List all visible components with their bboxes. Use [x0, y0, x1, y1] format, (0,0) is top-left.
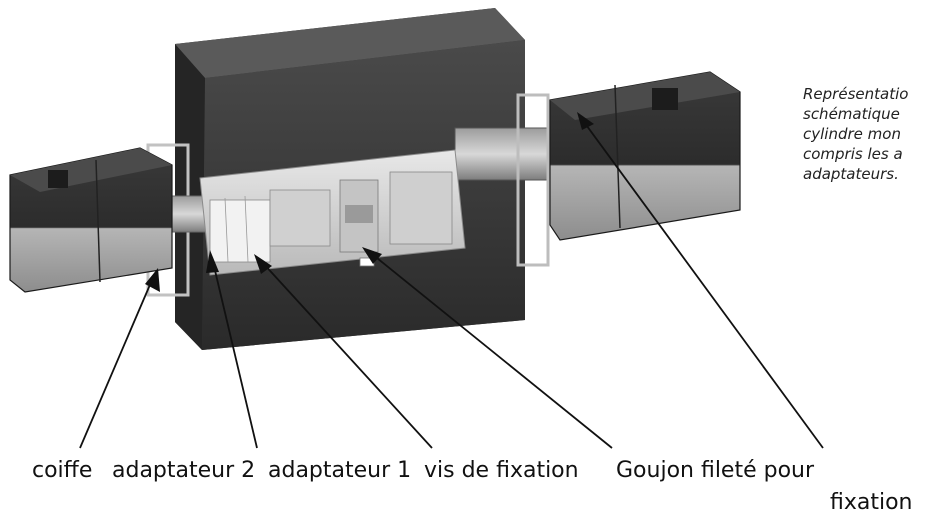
caption-line: cylindre mon [803, 125, 901, 143]
label-vis-de-fixation: vis de fixation [424, 458, 579, 483]
label-adaptateur-2: adaptateur 2 [112, 458, 256, 483]
caption-line: compris les a [803, 145, 903, 163]
right-cap [549, 71, 741, 241]
leader-arrows [79, 112, 824, 449]
inner-core [199, 149, 466, 276]
label-fixation: fixation [830, 490, 913, 515]
label-adaptateur-1: adaptateur 1 [268, 458, 412, 483]
caption-line: schématique [803, 105, 900, 123]
label-goujon-filete: Goujon fileté pour [616, 458, 815, 483]
caption-line: Représentatio [803, 85, 909, 103]
right-shaft [454, 93, 556, 267]
left-cap [9, 147, 173, 293]
diagram-caption: Représentatio schématique cylindre mon c… [803, 84, 937, 184]
label-coiffe: coiffe [32, 458, 93, 483]
part-labels: coiffe adaptateur 2 adaptateur 1 vis de … [0, 456, 937, 521]
caption-line: adaptateurs. [803, 165, 899, 183]
